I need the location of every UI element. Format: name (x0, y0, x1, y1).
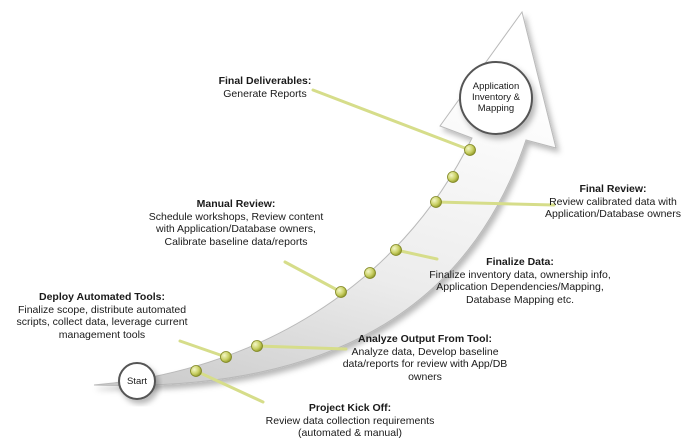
connector-deliverables (311, 88, 472, 152)
end-label: Application Inventory & Mapping (471, 81, 521, 114)
milestone-dot (447, 171, 459, 183)
step-title: Deploy Automated Tools: (39, 291, 165, 303)
step-analyze: Analyze Output From Tool: Analyze data, … (325, 333, 525, 383)
step-title: Project Kick Off: (308, 402, 392, 414)
connector-deploy (178, 339, 228, 359)
step-title: Final Deliverables: (218, 75, 312, 87)
step-deploy: Deploy Automated Tools: Finalize scope, … (0, 291, 204, 341)
connector-review (434, 200, 556, 207)
step-description: Review calibrated data with Application/… (545, 195, 681, 221)
step-description: Schedule workshops, Review content with … (148, 210, 324, 248)
connector-finalize (394, 248, 439, 261)
connector-kickoff (194, 369, 265, 404)
milestone-dot (464, 144, 476, 156)
connector-manual (283, 260, 343, 294)
start-label: Start (126, 376, 148, 387)
step-title: Analyze Output From Tool: (358, 333, 492, 345)
milestone-dot (251, 340, 263, 352)
step-final-deliverables: Final Deliverables: Generate Reports (200, 75, 330, 100)
milestone-dot (220, 351, 232, 363)
milestone-dot (335, 286, 347, 298)
step-description: Generate Reports (223, 87, 307, 100)
step-title: Finalize Data: (486, 256, 554, 268)
step-finalize-data: Finalize Data: Finalize inventory data, … (420, 256, 620, 306)
step-description: Finalize scope, distribute automated scr… (16, 303, 188, 341)
end-node (459, 61, 533, 135)
step-final-review: Final Review: Review calibrated data wit… (535, 183, 691, 221)
step-description: Finalize inventory data, ownership info,… (429, 268, 611, 306)
milestone-dot (430, 196, 442, 208)
step-kickoff: Project Kick Off: Review data collection… (250, 402, 450, 440)
connector-analyze (255, 344, 348, 351)
milestone-dot (390, 244, 402, 256)
step-description: Review data collection requirements (aut… (265, 414, 435, 440)
milestone-dot (364, 267, 376, 279)
step-description: Analyze data, Develop baseline data/repo… (342, 345, 508, 383)
step-title: Final Review: (579, 183, 647, 195)
step-manual-review: Manual Review: Schedule workshops, Revie… (132, 198, 340, 248)
start-node (118, 362, 156, 400)
step-title: Manual Review: (196, 198, 276, 210)
milestone-dot (190, 365, 202, 377)
